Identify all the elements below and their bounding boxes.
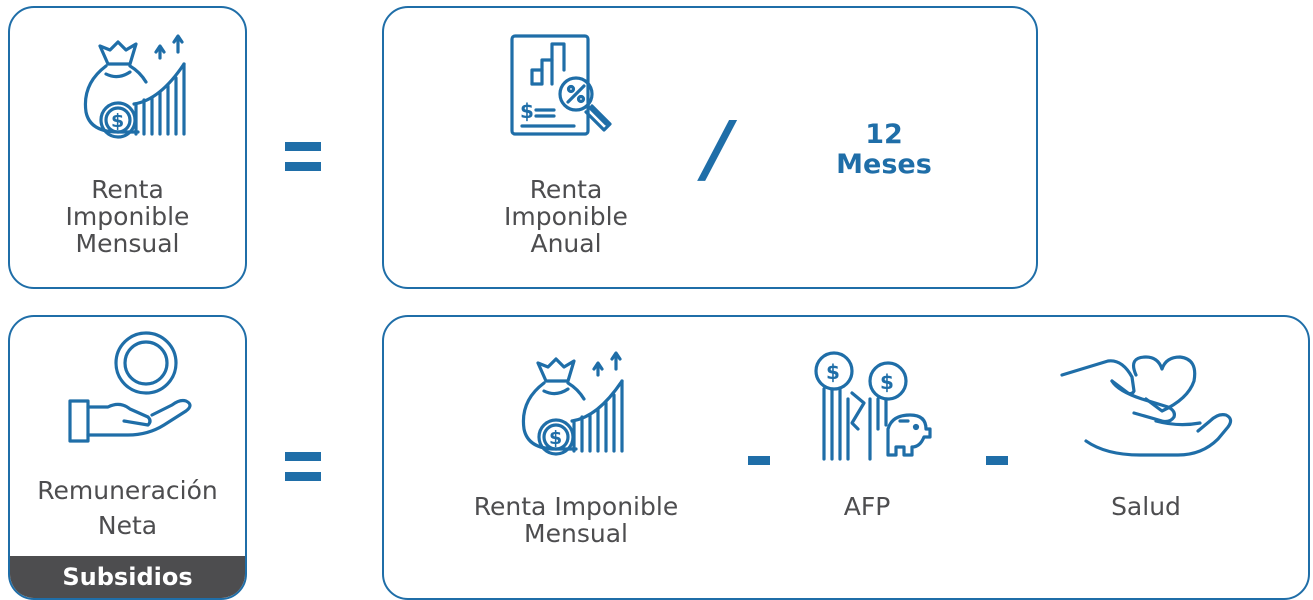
label-renta-imponible-mensual: Renta Imponible Mensual: [446, 493, 706, 547]
svg-text:$: $: [520, 99, 534, 123]
money-bag-growth-icon: $: [83, 34, 186, 139]
label-line: Renta: [91, 175, 164, 204]
minus-operator: [986, 456, 1008, 465]
deductions-card: $ Renta Imponible Mensual $ $ AFP Salud: [382, 315, 1310, 600]
label-renta-imponible-mensual: Renta Imponible Mensual: [10, 176, 245, 257]
hand-heart-icon: [1060, 355, 1233, 457]
divisor-number: 12: [865, 119, 903, 150]
label-line: Anual: [530, 229, 602, 258]
label-line: AFP: [843, 492, 891, 521]
label-remuneracion-neta: Remuneración Neta: [10, 477, 245, 539]
renta-imponible-anual-card: $ Renta Imponible Anual / 12 Meses: [382, 6, 1038, 289]
svg-text:$: $: [880, 370, 894, 394]
pension-savings-icon: $ $: [814, 351, 932, 461]
label-line: Mensual: [75, 229, 180, 258]
label-renta-imponible-anual: Renta Imponible Anual: [481, 176, 651, 257]
equals-operator: [285, 452, 321, 492]
label-line: Salud: [1111, 492, 1181, 521]
minus-operator: [748, 456, 770, 465]
divide-operator: /: [694, 106, 741, 192]
label-line: Neta: [97, 511, 158, 540]
report-percentage-icon: $: [510, 34, 612, 136]
divisor-unit: Meses: [836, 149, 932, 180]
label-line: Imponible: [504, 202, 628, 231]
svg-text:$: $: [549, 427, 562, 449]
label-line: Remuneración: [37, 476, 218, 505]
hand-coin-icon: [68, 331, 192, 443]
subsidios-footer: Subsidios: [10, 556, 245, 598]
divisor-12-meses: 12 Meses: [814, 120, 954, 180]
svg-text:$: $: [111, 110, 124, 132]
label-line: Imponible: [65, 202, 190, 231]
svg-text:$: $: [826, 360, 840, 384]
remuneracion-neta-card: Remuneración Neta Subsidios: [8, 315, 247, 600]
label-salud: Salud: [1056, 493, 1236, 520]
equals-operator: [285, 142, 321, 182]
label-line: Renta Imponible: [473, 492, 679, 521]
label-afp: AFP: [777, 493, 957, 520]
label-line: Mensual: [524, 519, 628, 548]
money-bag-growth-icon: $: [521, 351, 624, 456]
label-line: Renta: [529, 175, 603, 204]
renta-imponible-mensual-card: $ Renta Imponible Mensual: [8, 6, 247, 289]
